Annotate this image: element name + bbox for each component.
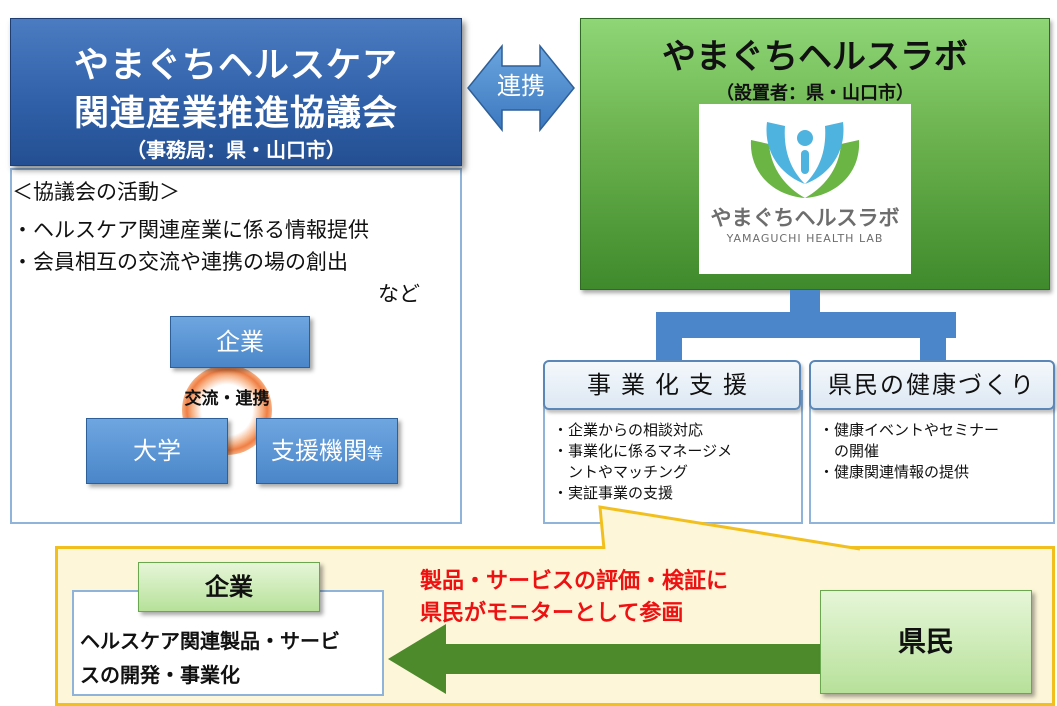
member-support-org-label: 支援機関 bbox=[270, 437, 367, 465]
company-description-line2: スの開発・事業化 bbox=[80, 663, 240, 687]
participation-text: 製品・サービスの評価・検証に 県民がモニターとして参画 bbox=[420, 566, 728, 630]
council-name-line2: 関連産業推進協議会 bbox=[73, 94, 398, 134]
health-promotion-title-box: 県民の健康づくり bbox=[809, 360, 1055, 410]
exchange-label: 交流・連携 bbox=[184, 389, 270, 409]
business-support-item: ・事業化に係るマネージメ bbox=[553, 442, 733, 460]
council-secretariat: （事務局：県・山口市） bbox=[126, 138, 346, 162]
company-description-line1: ヘルスケア関連製品・サービ bbox=[80, 629, 340, 653]
lab-established-by: （設置者：県・山口市） bbox=[716, 83, 914, 104]
lab-logo-text-jp: やまぐちヘルスラボ bbox=[710, 206, 900, 230]
business-support-title-box: 事業化支援 bbox=[543, 360, 801, 410]
participation-arrow bbox=[388, 624, 824, 694]
activities-heading: ＜協議会の活動＞ bbox=[12, 180, 180, 204]
participation-line2: 県民がモニターとして参画 bbox=[420, 601, 684, 626]
lab-logo: やまぐちヘルスラボ YAMAGUCHI HEALTH LAB bbox=[699, 104, 911, 274]
business-support-title: 事業化支援 bbox=[587, 371, 757, 399]
link-label: 連携 bbox=[497, 72, 545, 100]
member-support-org-suffix: 等 bbox=[366, 444, 383, 463]
health-promotion-item: ・健康イベントやセミナー bbox=[819, 421, 1000, 439]
member-company-label: 企業 bbox=[216, 328, 264, 356]
citizens-label: 県民 bbox=[897, 625, 954, 658]
link-double-arrow bbox=[467, 43, 575, 133]
company-label: 企業 bbox=[205, 573, 253, 601]
connector-left-drop bbox=[656, 338, 682, 362]
member-support-org-box: 支援機関等 bbox=[256, 418, 398, 484]
council-name-line1: やまぐちヘルスケア bbox=[73, 46, 398, 86]
member-company-box: 企業 bbox=[170, 316, 310, 368]
council-header: やまぐちヘルスケア 関連産業推進協議会 （事務局：県・山口市） bbox=[10, 18, 462, 166]
participation-line1: 製品・サービスの評価・検証に bbox=[420, 569, 729, 594]
health-promotion-title: 県民の健康づくり bbox=[828, 371, 1036, 399]
lab-title: やまぐちヘルスラボ bbox=[662, 37, 968, 77]
citizens-box: 県民 bbox=[820, 590, 1032, 694]
lab-logo-icon bbox=[750, 122, 860, 198]
activity-item: ・ヘルスケア関連産業に係る情報提供 bbox=[12, 218, 369, 242]
business-support-item: ・実証事業の支援 bbox=[553, 484, 674, 502]
activity-item: ・会員相互の交流や連携の場の創出 bbox=[12, 250, 348, 274]
connector-stem bbox=[790, 290, 820, 312]
health-promotion-item: の開催 bbox=[819, 442, 880, 460]
connector-right-drop bbox=[920, 338, 946, 362]
callout-pointer bbox=[598, 505, 861, 551]
member-university-box: 大学 bbox=[86, 418, 228, 484]
member-university-label: 大学 bbox=[133, 437, 181, 465]
business-support-item: ントやマッチング bbox=[553, 463, 689, 481]
lab-logo-text-en: YAMAGUCHI HEALTH LAB bbox=[726, 232, 884, 245]
activities-etc: など bbox=[378, 282, 420, 306]
health-promotion-item: ・健康関連情報の提供 bbox=[819, 463, 970, 481]
business-support-item: ・企業からの相談対応 bbox=[553, 421, 704, 439]
connector-bar bbox=[656, 312, 956, 338]
lab-panel: やまぐちヘルスラボ （設置者：県・山口市） やまぐちヘルスラボ YAMAGUCH… bbox=[580, 18, 1050, 290]
company-description: ヘルスケア関連製品・サービ スの開発・事業化 bbox=[80, 624, 340, 692]
company-label-box: 企業 bbox=[138, 562, 320, 612]
